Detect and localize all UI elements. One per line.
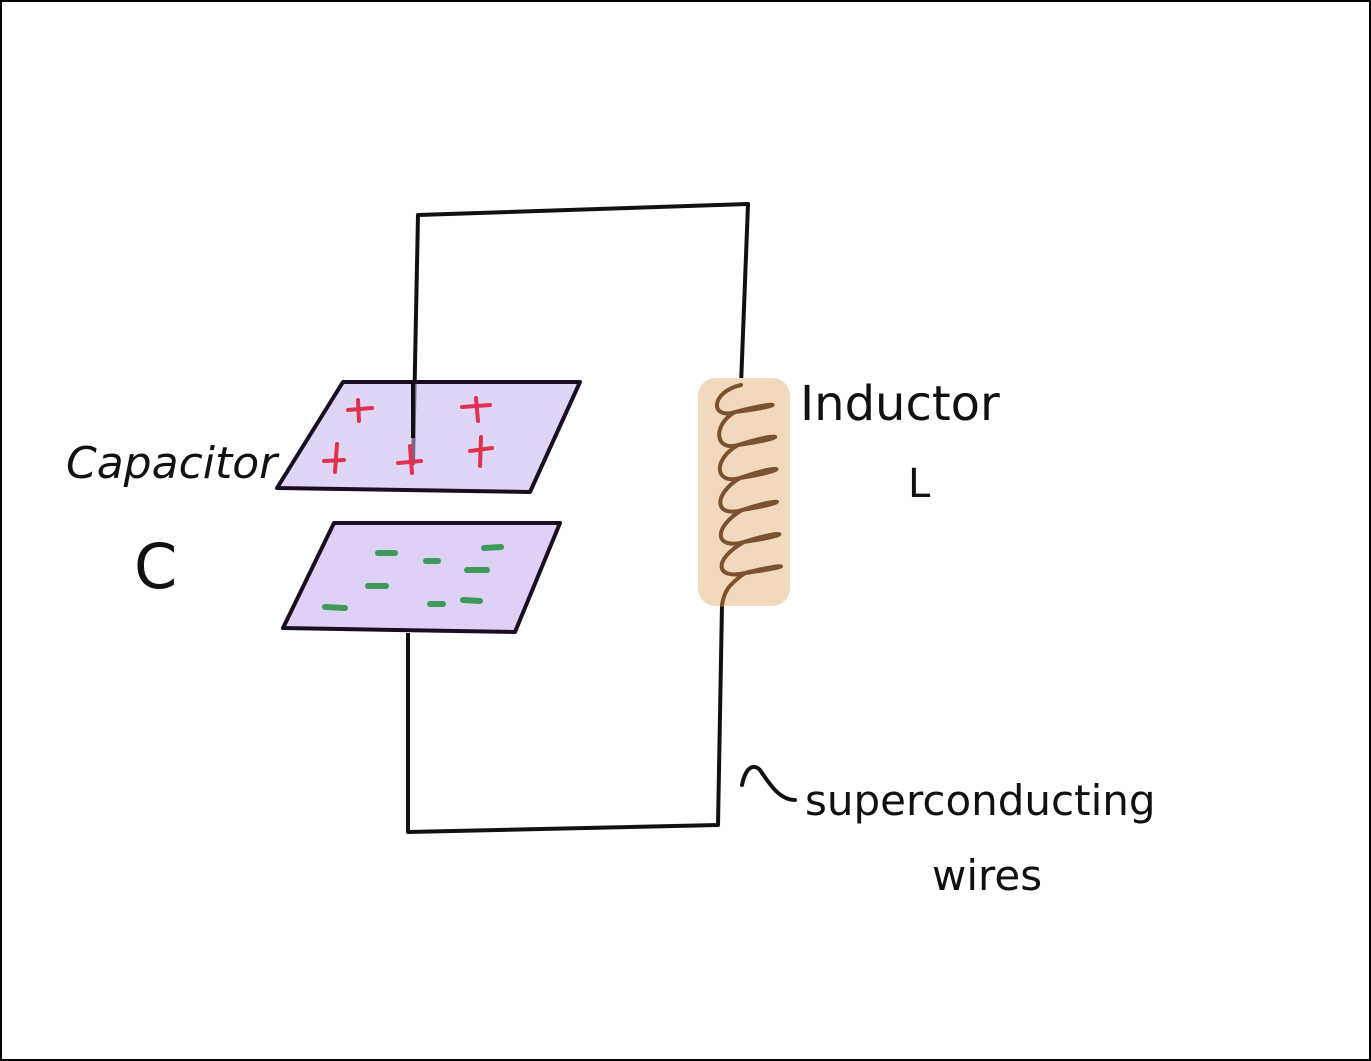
plus-sign [460, 396, 492, 423]
negative-charges [322, 544, 504, 611]
inductor-label: Inductor [800, 376, 1000, 432]
plus-sign [322, 442, 346, 474]
minus-sign [460, 597, 483, 604]
capacitor-top-plate [275, 380, 582, 494]
top-wire [411, 202, 750, 466]
plus-sign [468, 435, 494, 468]
wires-label-line2: wires [932, 851, 1042, 900]
wires-label-line1: superconducting [805, 776, 1156, 825]
plus-sign [346, 398, 374, 423]
bottom-wire [406, 604, 724, 834]
minus-sign [322, 604, 348, 611]
inductor-coil [715, 383, 783, 607]
inductor-symbol: L [908, 461, 931, 507]
capacitor-bottom-plate [281, 521, 562, 634]
capacitor-label: Capacitor [66, 438, 280, 489]
plus-sign [396, 444, 423, 475]
capacitor-symbol: C [134, 530, 177, 603]
pointer-arrow-icon [740, 764, 797, 802]
positive-charges [322, 396, 494, 475]
minus-sign [481, 544, 504, 551]
